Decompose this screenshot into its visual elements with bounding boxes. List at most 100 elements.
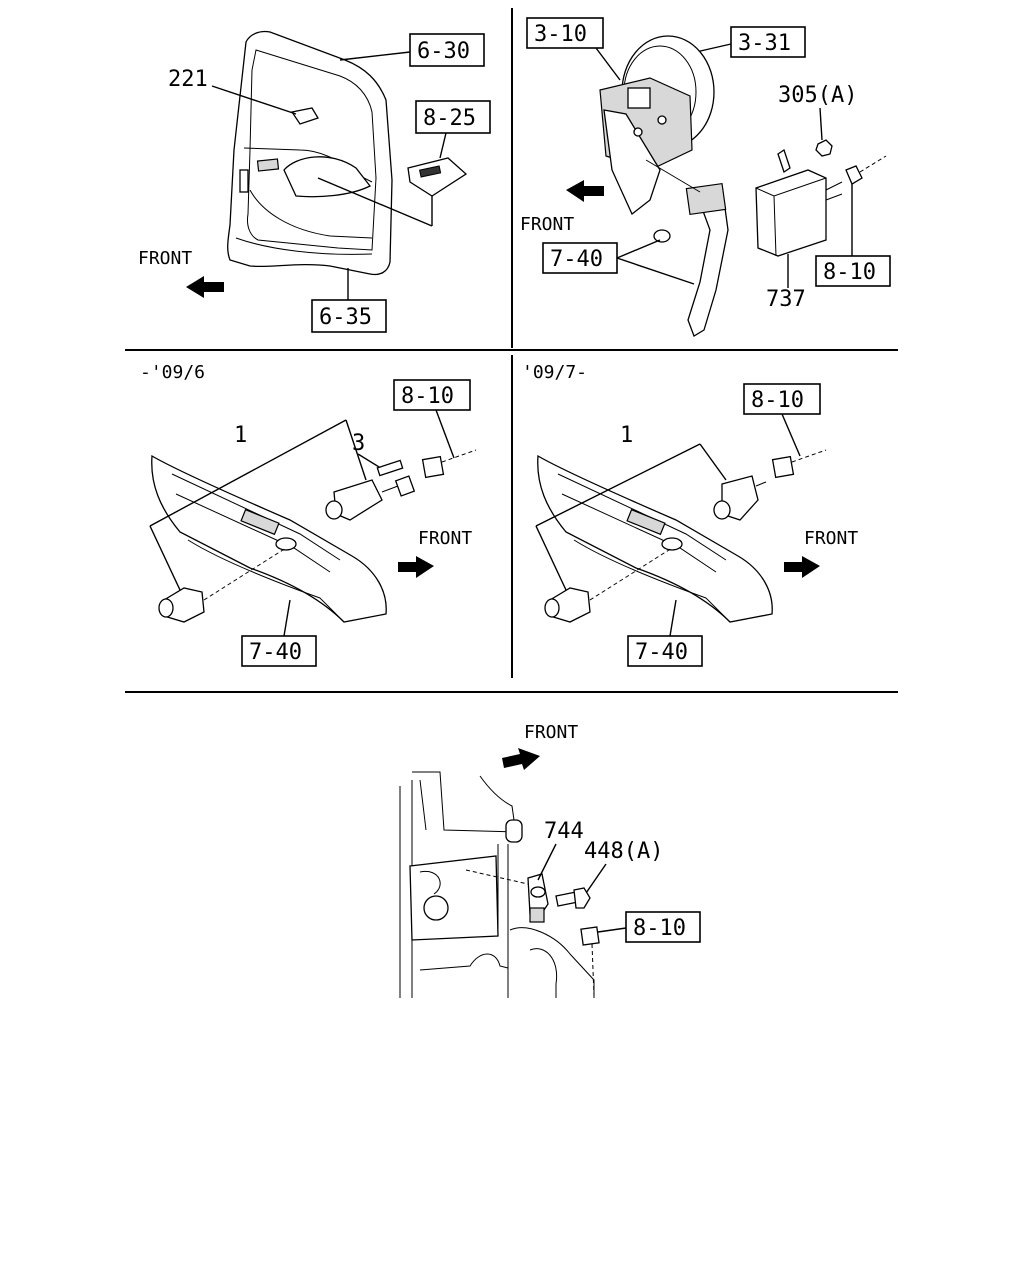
ref-8-10-bottom-label: 8-10 [633,916,686,941]
pedal-bracket [603,109,661,216]
stopper-line-late [589,547,673,601]
leader-7-40-early [283,599,291,637]
stop-switch-late-face [713,500,731,520]
leader-1-early-c [149,525,181,591]
dash-panel-late [537,454,773,623]
front-arrow-early [398,556,434,578]
nut-305 [815,139,833,157]
leader-switch-door-2 [317,177,433,227]
front-arrow-engine [566,180,604,202]
ref-6-35-label: 6-35 [319,305,372,330]
ref-6-30-label: 6-30 [417,39,470,64]
ref-7-40-engine-label: 7-40 [550,247,603,272]
stop-switch-late-wire [755,481,767,487]
control-unit-737 [755,169,827,257]
ref-box-8-10-engine [815,255,891,287]
front-label-engine: FRONT [520,214,574,235]
part-448-label: 448(A) [584,839,663,864]
front-label-door: FRONT [138,248,192,269]
stopper-line-early [203,547,287,601]
ref-box-8-10-bottom [625,911,701,943]
front-arrow-bottom [502,748,540,770]
ref-box-3-31 [730,26,806,58]
door-lower-panel [235,237,373,255]
connector-bottom [580,926,600,946]
ref-8-10-late-label: 8-10 [751,388,804,413]
door-latch-small [239,169,249,193]
panel-sensor: FRONT 744 448(A) 8-10 [399,722,701,998]
part-1-late-label: 1 [620,423,633,448]
courtesy-lamp [290,107,319,125]
bolt-448-head [573,887,591,909]
wire-unit-2 [825,193,843,201]
stop-switch-bracket [685,182,727,216]
leader-1-early-b [345,419,367,481]
leader-1-early [149,419,347,527]
ref-box-6-35 [311,299,387,333]
panel-switch-late: '09/7- 1 8-10 7-40 FRONT [522,362,858,667]
leader-7-40-late [669,599,677,637]
dash-panel-early-hole [275,537,297,551]
ref-7-40-early-label: 7-40 [249,640,302,665]
panel-switch-early: -'09/6 1 3 8-10 7-40 [140,362,477,667]
leader-8-10-late [781,413,801,457]
part-221-label: 221 [168,67,208,92]
wire-unit-1 [825,181,843,191]
lower-structure [419,927,595,998]
harness-late [791,449,827,463]
door-inner-frame [247,49,377,251]
leader-3-10 [595,47,621,81]
door-armrest [283,156,372,198]
dash-panel-early-inner [171,473,341,561]
frame-curve [479,775,515,821]
arm-line [645,159,701,193]
ref-8-10-engine-label: 8-10 [823,260,876,285]
part-3-label: 3 [352,431,365,456]
dash-panel-late-hole [661,537,683,551]
stop-switch-early-face [325,500,343,520]
ref-box-7-40-early [241,635,317,667]
part-1-early-label: 1 [234,423,247,448]
dash-panel-early-lower [187,539,345,623]
ref-8-10-early-label: 8-10 [401,384,454,409]
bolt-engine-1 [633,127,643,137]
stop-switch-early-wire [381,485,399,493]
ref-3-31-label: 3-31 [738,31,791,56]
leader-1-late-b [699,443,727,481]
front-arrow-door [186,276,224,298]
ref-box-6-30 [409,33,485,67]
door-handle [256,158,280,172]
harness-early [441,449,477,463]
ref-box-8-10-early [393,379,471,411]
leader-448 [583,863,607,897]
stopper-late-face [544,598,560,618]
door-pocket [249,189,373,239]
dash-panel-late-lower [573,539,731,623]
connector-engine [845,165,863,185]
ref-7-40-late-label: 7-40 [635,640,688,665]
leader-8-25 [439,132,447,159]
leader-221 [211,85,297,115]
ref-box-3-10 [526,17,604,49]
part-737-label: 737 [766,287,806,312]
leader-8-10-bottom [597,927,627,933]
dash-panel-early [151,454,387,623]
leader-305 [819,107,823,141]
stopper-early-face [158,598,174,618]
connector-late [771,455,795,479]
sensor-dash-line [465,869,529,885]
ref-box-8-25 [415,100,491,134]
panel-engine: 3-10 3-31 FRONT 7-40 305(A) [520,17,891,337]
window-switch-keys [419,165,442,178]
period-late-label: '09/7- [522,362,587,383]
dash-panel-late-slot [626,508,666,536]
front-label-early: FRONT [418,528,472,549]
sensor-cap [505,819,523,843]
panel-door: 221 6-30 8-25 6-35 FRONT [138,30,491,333]
harness-bottom [591,943,595,997]
control-unit-edge [773,195,777,257]
ref-box-7-40-engine [542,242,618,274]
part-305-label: 305(A) [778,83,857,108]
sensor-744-ring [530,886,546,898]
